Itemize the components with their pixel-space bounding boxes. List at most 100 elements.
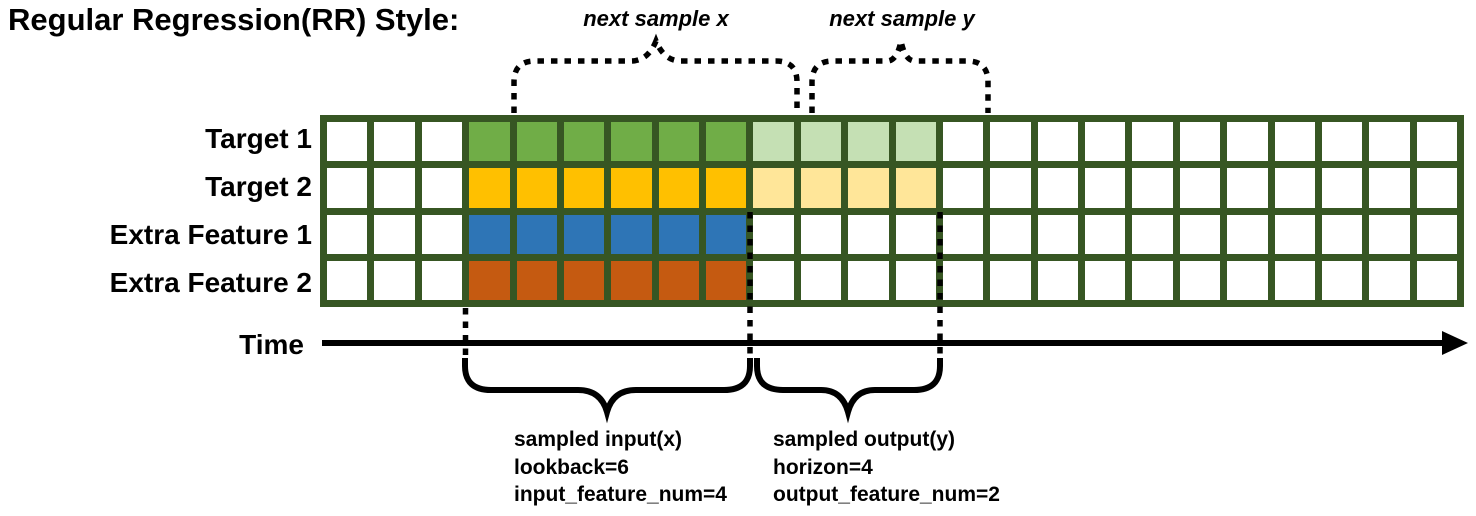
grid-cell [1037, 214, 1078, 254]
next-sample-x-label: next sample x [583, 6, 729, 31]
grid-cell [990, 122, 1031, 162]
grid-cell [848, 214, 889, 254]
grid-cell [374, 214, 415, 254]
grid-cell [611, 168, 652, 208]
grid-cell [895, 260, 936, 300]
grid-cell [1132, 122, 1173, 162]
grid-cell [563, 168, 605, 208]
grid-cell [1179, 260, 1221, 300]
grid-cell [327, 122, 368, 162]
time-axis-label: Time [239, 329, 304, 360]
grid-cell [421, 122, 463, 162]
grid-cell [1227, 260, 1268, 300]
grid-cell [1037, 122, 1078, 162]
input-feature-num-line: input_feature_num=4 [514, 483, 727, 506]
grid-cell [516, 260, 557, 300]
grid-cell [706, 168, 747, 208]
horizon-line: horizon=4 [773, 455, 873, 479]
grid-cell [942, 168, 984, 208]
grid-cell [421, 214, 463, 254]
grid-cell [990, 260, 1031, 300]
grid-cell [374, 260, 415, 300]
grid-cell [1274, 122, 1315, 162]
grid-cell [800, 122, 842, 162]
grid-cell [1037, 168, 1078, 208]
grid-cell [469, 260, 510, 300]
grid-cell [1085, 260, 1126, 300]
grid-cell [942, 214, 984, 254]
grid-cell [942, 260, 984, 300]
sampled-input-line: sampled input(x) [514, 428, 683, 451]
grid-cell [800, 260, 842, 300]
grid-cell [895, 122, 936, 162]
grid-cell [469, 214, 510, 254]
grid-cell [1179, 122, 1221, 162]
grid-cell [1321, 260, 1363, 300]
grid-cell [658, 122, 699, 162]
grid-cell [469, 168, 510, 208]
next-sample-y-brace [809, 40, 991, 113]
grid-cell [658, 168, 699, 208]
row-label-extra-feature-2: Extra Feature 2 [109, 267, 312, 298]
grid-cell [1179, 168, 1221, 208]
grid-cell [563, 260, 605, 300]
sampled-input-brace [462, 358, 753, 424]
grid-cell [1321, 214, 1363, 254]
grid-cell [469, 122, 510, 162]
grid-cell [1416, 214, 1457, 254]
grid-cell [327, 260, 368, 300]
grid-cell [1179, 214, 1221, 254]
lookback-line: lookback=6 [514, 455, 629, 479]
grid-cell [516, 214, 557, 254]
grid-cell [1227, 214, 1268, 254]
grid-cell [1369, 214, 1410, 254]
grid-cell [706, 122, 747, 162]
grid-cell [1227, 168, 1268, 208]
grid-cell [800, 168, 842, 208]
grid-cell [611, 214, 652, 254]
grid-cell [942, 122, 984, 162]
grid-cell [895, 168, 936, 208]
grid-cell [421, 260, 463, 300]
grid-cell [753, 168, 794, 208]
grid-cell [1321, 168, 1363, 208]
grid-cell [706, 214, 747, 254]
grid-cell [895, 214, 936, 254]
grid-cell [848, 168, 889, 208]
timeseries-grid [320, 115, 1464, 307]
output-feature-num-line: output_feature_num=2 [773, 483, 1000, 506]
grid-cell [658, 260, 699, 300]
grid-cell [1085, 214, 1126, 254]
row-label-extra-feature-1: Extra Feature 1 [109, 219, 312, 250]
next-sample-x-brace [511, 33, 800, 113]
grid-cell [563, 214, 605, 254]
grid-cell [1274, 260, 1315, 300]
grid-cell [753, 260, 794, 300]
time-axis-arrowhead [1442, 331, 1468, 355]
grid-cell [1274, 168, 1315, 208]
grid-cell [990, 214, 1031, 254]
grid-cell [1416, 122, 1457, 162]
row-label-target-2: Target 2 [205, 171, 312, 202]
grid-cell [516, 122, 557, 162]
grid-cell [1085, 168, 1126, 208]
grid-cell [848, 122, 889, 162]
grid-cell [800, 214, 842, 254]
grid-cell [327, 214, 368, 254]
grid-cell [374, 122, 415, 162]
grid-cell [611, 260, 652, 300]
grid-cell [563, 122, 605, 162]
grid-cell [1085, 122, 1126, 162]
grid-cell [1369, 260, 1410, 300]
sampled-input-annotation: sampled input(x) lookback=6 input_featur… [514, 426, 727, 509]
grid-cell [753, 122, 794, 162]
grid-cell [990, 168, 1031, 208]
grid-cell [706, 260, 747, 300]
grid-cell [611, 122, 652, 162]
sampled-output-brace [754, 358, 943, 424]
grid-cell [516, 168, 557, 208]
grid-cell [327, 168, 368, 208]
grid-cell [1321, 122, 1363, 162]
grid-cell [1416, 168, 1457, 208]
grid-cell [1416, 260, 1457, 300]
